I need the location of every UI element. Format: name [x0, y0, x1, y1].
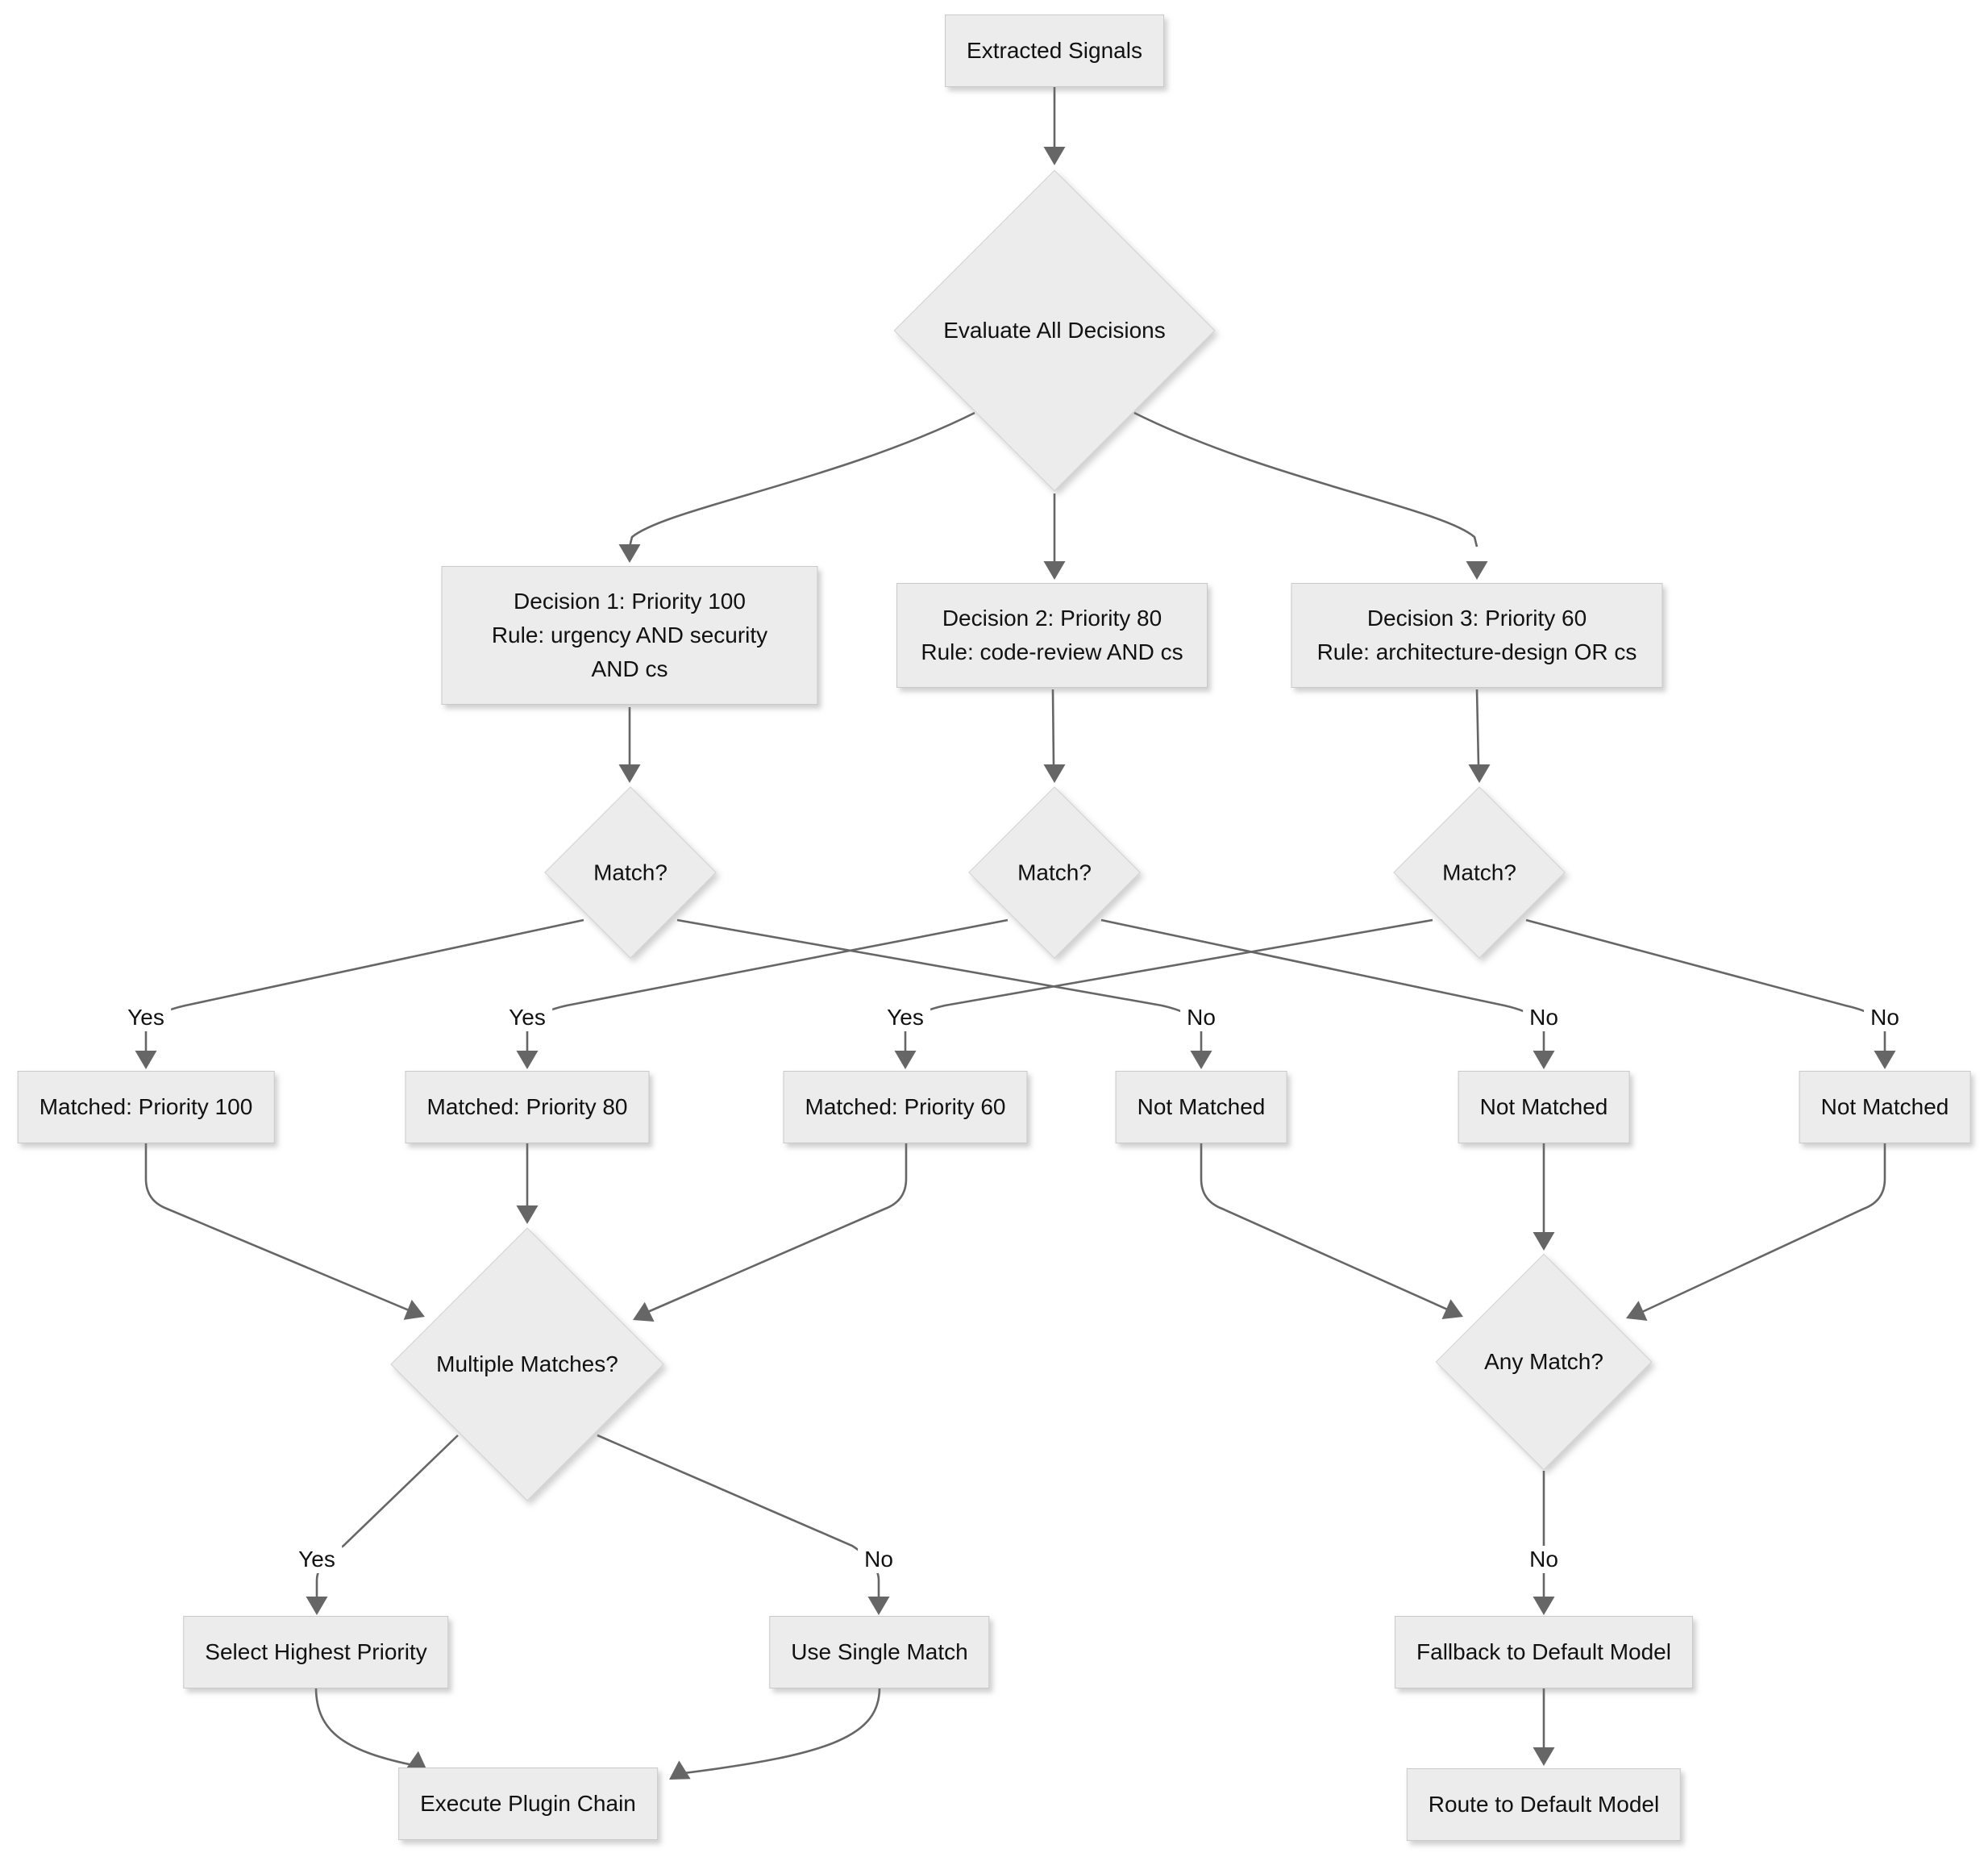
arrowhead-icon: [406, 1751, 427, 1771]
node-not-matched-3: Not Matched: [1799, 1071, 1971, 1143]
node-decision-3: Decision 3: Priority 60 Rule: architectu…: [1291, 583, 1663, 688]
arrowhead-icon: [516, 1205, 539, 1224]
node-not-matched-2: Not Matched: [1458, 1071, 1630, 1143]
node-label: Not Matched: [1820, 1094, 1949, 1119]
edge-match1-yes: [144, 918, 584, 1052]
node-label-line: Rule: architecture-design OR cs: [1316, 639, 1637, 664]
edge-select-to-execute: [314, 1687, 414, 1767]
node-label: Extracted Signals: [967, 38, 1142, 63]
edge-notmatched3-to-anymatch: [1641, 1143, 1886, 1314]
edge-label-yes: Yes: [292, 1546, 342, 1573]
node-label: Match?: [593, 860, 668, 885]
arrowhead-icon: [618, 544, 641, 563]
node-not-matched-1: Not Matched: [1115, 1071, 1287, 1143]
node-extracted-signals: Extracted Signals: [945, 15, 1164, 87]
node-label-line: Rule: urgency AND security: [491, 622, 768, 647]
node-label: Matched: Priority 80: [426, 1094, 628, 1119]
node-label: Route to Default Model: [1428, 1792, 1660, 1817]
edge-match2-yes: [526, 918, 1009, 1052]
edge-evaluate-to-decision1: [628, 411, 975, 548]
node-label-line: Decision 2: Priority 80: [942, 606, 1162, 631]
node-use-single-match: Use Single Match: [769, 1616, 990, 1688]
arrowhead-icon: [1533, 1232, 1555, 1251]
edge-label-no: No: [1180, 1004, 1222, 1031]
node-label: Match?: [1017, 860, 1092, 885]
edge-label-yes: Yes: [502, 1004, 552, 1031]
node-decision-1: Decision 1: Priority 100 Rule: urgency A…: [441, 566, 818, 705]
node-label-line: Decision 3: Priority 60: [1366, 606, 1587, 631]
arrowhead-icon: [306, 1597, 328, 1615]
edge-label-no: No: [858, 1546, 900, 1573]
arrowhead-icon: [867, 1597, 890, 1615]
node-decision-2: Decision 2: Priority 80 Rule: code-revie…: [896, 583, 1208, 688]
edge-matched60-to-multiple: [643, 1143, 908, 1315]
node-label: Matched: Priority 100: [39, 1094, 253, 1119]
node-matched-priority-60: Matched: Priority 60: [783, 1071, 1028, 1143]
arrowhead-icon: [403, 1299, 425, 1320]
edge-matched100-to-multiple: [144, 1143, 414, 1314]
node-label: Fallback to Default Model: [1416, 1639, 1671, 1664]
arrowhead-icon: [633, 1301, 655, 1322]
arrowhead-icon: [1468, 764, 1491, 783]
arrowhead-icon: [1874, 1051, 1896, 1069]
edge-match3-no: [1525, 918, 1886, 1052]
edge-multiple-no: [597, 1434, 880, 1597]
arrowhead-icon: [1466, 561, 1488, 580]
edge-match1-no: [676, 918, 1203, 1052]
edge-notmatched1-to-anymatch: [1200, 1143, 1452, 1313]
edge-label-no: No: [1523, 1546, 1565, 1573]
arrowhead-icon: [1190, 1051, 1212, 1069]
node-label: Use Single Match: [791, 1639, 968, 1664]
edge-match3-yes: [904, 918, 1433, 1052]
node-label: Not Matched: [1479, 1094, 1608, 1119]
node-multiple-matches: Multiple Matches?: [390, 1227, 664, 1501]
edge-label-yes: Yes: [121, 1004, 171, 1031]
node-label: Not Matched: [1137, 1094, 1266, 1119]
node-fallback-to-default-model: Fallback to Default Model: [1395, 1616, 1693, 1688]
node-label-line: AND cs: [591, 656, 668, 681]
arrowhead-icon: [516, 1051, 539, 1069]
arrowhead-icon: [1441, 1299, 1463, 1319]
node-matched-priority-100: Matched: Priority 100: [17, 1071, 275, 1143]
node-label: Any Match?: [1484, 1349, 1603, 1374]
arrowhead-icon: [1533, 1597, 1555, 1615]
arrowhead-icon: [669, 1760, 691, 1780]
arrowhead-icon: [1043, 561, 1066, 580]
node-matched-priority-80: Matched: Priority 80: [405, 1071, 650, 1143]
node-execute-plugin-chain: Execute Plugin Chain: [398, 1767, 658, 1840]
node-match-2: Match?: [968, 786, 1141, 959]
edge-evaluate-to-decision3: [1133, 411, 1479, 548]
arrowhead-icon: [1533, 1051, 1555, 1069]
node-label: Select Highest Priority: [205, 1639, 427, 1664]
edge-label-no: No: [1864, 1004, 1906, 1031]
arrowhead-icon: [1626, 1301, 1648, 1321]
node-label: Matched: Priority 60: [805, 1094, 1006, 1119]
arrowhead-icon: [1043, 764, 1066, 783]
node-label: Match?: [1442, 860, 1516, 885]
node-evaluate-all-decisions: Evaluate All Decisions: [893, 169, 1216, 492]
edge-decision2-to-match2: [1051, 689, 1055, 766]
node-label-line: Decision 1: Priority 100: [514, 589, 746, 614]
node-label: Execute Plugin Chain: [420, 1791, 636, 1816]
edge-decision3-to-match3: [1475, 689, 1480, 766]
node-select-highest-priority: Select Highest Priority: [183, 1616, 449, 1688]
node-label: Evaluate All Decisions: [943, 318, 1166, 343]
edge-label-no: No: [1523, 1004, 1565, 1031]
edge-single-to-execute: [683, 1687, 881, 1775]
arrowhead-icon: [1043, 147, 1066, 165]
node-route-to-default-model: Route to Default Model: [1406, 1768, 1682, 1841]
node-label-line: Rule: code-review AND cs: [921, 639, 1183, 664]
node-label: Multiple Matches?: [436, 1351, 618, 1376]
node-match-3: Match?: [1393, 786, 1566, 959]
node-match-1: Match?: [544, 786, 717, 959]
node-any-match: Any Match?: [1435, 1253, 1653, 1471]
arrowhead-icon: [135, 1051, 157, 1069]
arrowhead-icon: [618, 764, 641, 783]
arrowhead-icon: [1533, 1747, 1555, 1766]
arrowhead-icon: [894, 1051, 917, 1069]
edge-label-yes: Yes: [880, 1004, 930, 1031]
